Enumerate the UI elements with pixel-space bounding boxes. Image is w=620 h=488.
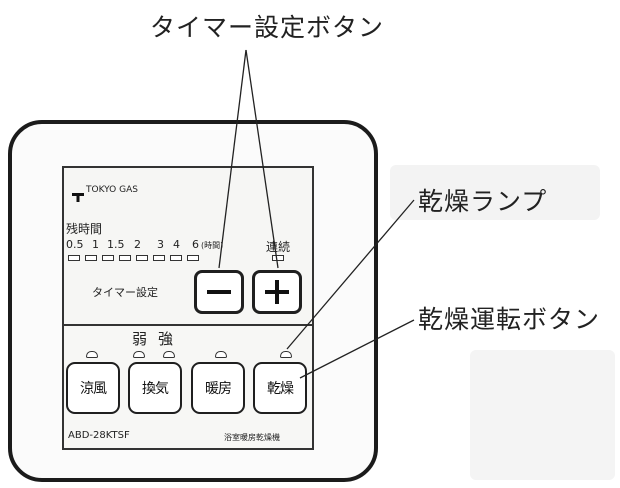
weak-lamp bbox=[133, 351, 145, 358]
leader-line-timer-plus bbox=[245, 49, 279, 269]
timer-lamp bbox=[153, 255, 165, 261]
timer-lamp bbox=[187, 255, 199, 261]
leader-line-timer-minus bbox=[218, 49, 247, 269]
timer-lamp bbox=[170, 255, 182, 261]
timer-setting-label: タイマー設定 bbox=[92, 286, 158, 299]
time-mark-05: 0.5 bbox=[66, 238, 84, 251]
timer-lamp bbox=[68, 255, 80, 261]
remaining-time-label: 残時間 bbox=[66, 222, 103, 236]
hours-unit: (時間) bbox=[201, 241, 224, 250]
minus-icon bbox=[207, 290, 231, 294]
timer-minus-button[interactable] bbox=[194, 270, 244, 314]
leader-line-dry-button bbox=[299, 319, 415, 379]
time-mark-15: 1.5 bbox=[107, 238, 125, 251]
brand-name: TOKYO GAS bbox=[86, 185, 138, 195]
heating-lamp bbox=[215, 351, 227, 358]
cool-breeze-button[interactable]: 涼風 bbox=[66, 362, 120, 414]
plus-icon bbox=[265, 280, 289, 304]
time-mark-1: 1 bbox=[92, 238, 99, 251]
callout-dry-lamp: 乾燥ランプ bbox=[418, 187, 548, 216]
dry-lamp bbox=[280, 351, 292, 358]
time-mark-4: 4 bbox=[173, 238, 180, 251]
continuous-lamp bbox=[272, 255, 284, 261]
heating-button[interactable]: 暖房 bbox=[191, 362, 245, 414]
product-name: 浴室暖房乾燥機 bbox=[224, 433, 280, 442]
strong-label: 強 bbox=[158, 330, 174, 348]
background-block bbox=[470, 350, 615, 480]
leader-line-dry-lamp bbox=[286, 199, 415, 350]
time-mark-6: 6 bbox=[192, 238, 199, 251]
time-mark-3: 3 bbox=[157, 238, 164, 251]
timer-lamp bbox=[136, 255, 148, 261]
time-mark-2: 2 bbox=[134, 238, 141, 251]
ventilation-button[interactable]: 換気 bbox=[128, 362, 182, 414]
display-area bbox=[62, 166, 314, 326]
cool-breeze-lamp bbox=[86, 351, 98, 358]
callout-timer-buttons: タイマー設定ボタン bbox=[150, 13, 385, 42]
timer-lamp bbox=[85, 255, 97, 261]
continuous-label: 連続 bbox=[266, 240, 291, 254]
callout-dry-button: 乾燥運転ボタン bbox=[418, 305, 601, 334]
model-number: ABD-28KTSF bbox=[68, 430, 130, 441]
timer-lamp bbox=[102, 255, 114, 261]
brand-logo-icon bbox=[72, 187, 84, 202]
dry-button[interactable]: 乾燥 bbox=[253, 362, 307, 414]
strong-lamp bbox=[163, 351, 175, 358]
background-block bbox=[390, 165, 600, 220]
timer-lamp bbox=[119, 255, 131, 261]
timer-plus-button[interactable] bbox=[252, 270, 302, 314]
weak-label: 弱 bbox=[132, 330, 148, 348]
